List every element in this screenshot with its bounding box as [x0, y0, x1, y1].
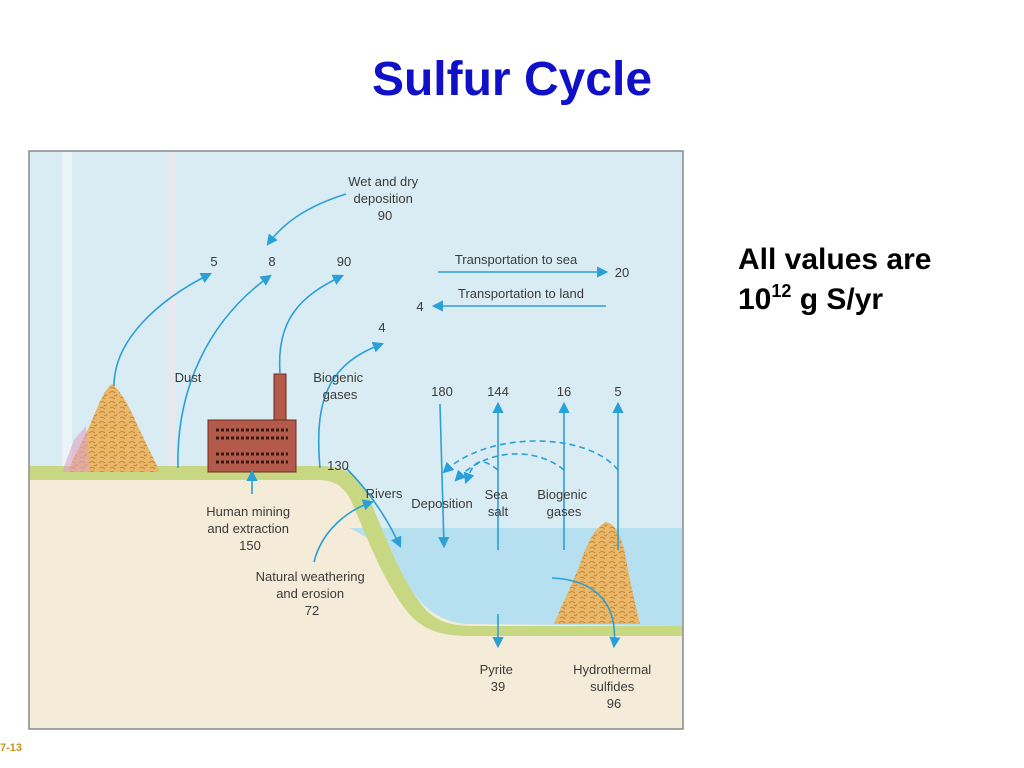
value-144: 144 — [487, 384, 509, 399]
biogenic-gases-land-label: Biogenic gases — [313, 370, 367, 402]
transport-land-value: 4 — [416, 299, 423, 314]
dashed-arrow-3 — [463, 461, 499, 485]
slide-title: Sulfur Cycle — [371, 53, 653, 106]
pyrite-label: Pyrite 39 — [480, 662, 517, 694]
value-5-vent: 5 — [614, 384, 621, 399]
deposition-label: Deposition — [411, 496, 472, 511]
transport-sea-label: Transportation to sea — [455, 252, 578, 267]
arrow-rock-to-5 — [113, 272, 213, 387]
sulfur-cycle-diagram: Wet and dry deposition 90 5 8 90 4 Trans… — [28, 150, 684, 730]
factory-building — [207, 419, 297, 473]
biogenic-gases-sea-label: Biogenic gases — [537, 487, 591, 519]
value-180: 180 — [431, 384, 453, 399]
value-90-top: 90 — [337, 254, 351, 269]
land-rock-left-shadow — [62, 426, 90, 472]
dashed-arrow-2 — [454, 453, 565, 482]
sea-salt-label: Sea salt — [485, 487, 512, 519]
units-base: 10 — [738, 283, 772, 316]
units-note-line1: All values are — [738, 243, 932, 276]
value-8-top: 8 — [268, 254, 275, 269]
arrow-natural-weathering — [313, 499, 375, 563]
transport-land-label: Transportation to land — [458, 286, 584, 301]
units-note: All values are 1012 g S/yr — [738, 240, 931, 320]
transport-sea-value: 20 — [615, 265, 629, 280]
arrow-factory-to-90 — [278, 274, 345, 375]
units-unit: g S/yr — [791, 283, 884, 316]
value-5-top: 5 — [210, 254, 217, 269]
arrow-deposition-180 — [438, 403, 450, 549]
arrow-wet-dry-deposition — [266, 193, 347, 246]
human-mining-label: Human mining and extraction 150 — [206, 504, 293, 553]
arrow-biogenic-to-4 — [317, 341, 385, 469]
sediment — [30, 476, 682, 728]
factory-chimney — [273, 373, 287, 427]
land — [30, 466, 682, 636]
factory-windows — [216, 428, 288, 464]
arrow-dust-to-8 — [177, 274, 272, 469]
natural-weathering-label: Natural weathering and erosion 72 — [256, 569, 369, 618]
sky-stripe — [168, 152, 176, 728]
sky-stripe — [62, 152, 72, 728]
dust-label: Dust — [175, 370, 202, 385]
units-note-line2: 1012 g S/yr — [738, 280, 931, 320]
value-16: 16 — [557, 384, 571, 399]
value-4-biogenic: 4 — [378, 320, 385, 335]
corner-page-mark: 7-13 — [0, 742, 23, 754]
diagram-svg: Wet and dry deposition 90 5 8 90 4 Trans… — [28, 150, 684, 730]
hydrothermal-label: Hydrothermal sulfides 96 — [573, 662, 655, 711]
rivers-label: Rivers — [366, 486, 403, 501]
arrow-rivers — [345, 467, 402, 549]
arrow-hydrothermal — [551, 577, 621, 649]
units-exponent: 12 — [771, 281, 792, 301]
wet-dry-deposition-label: Wet and dry deposition 90 — [348, 174, 421, 223]
land-rock-left — [68, 384, 160, 472]
value-130: 130 — [327, 458, 349, 473]
